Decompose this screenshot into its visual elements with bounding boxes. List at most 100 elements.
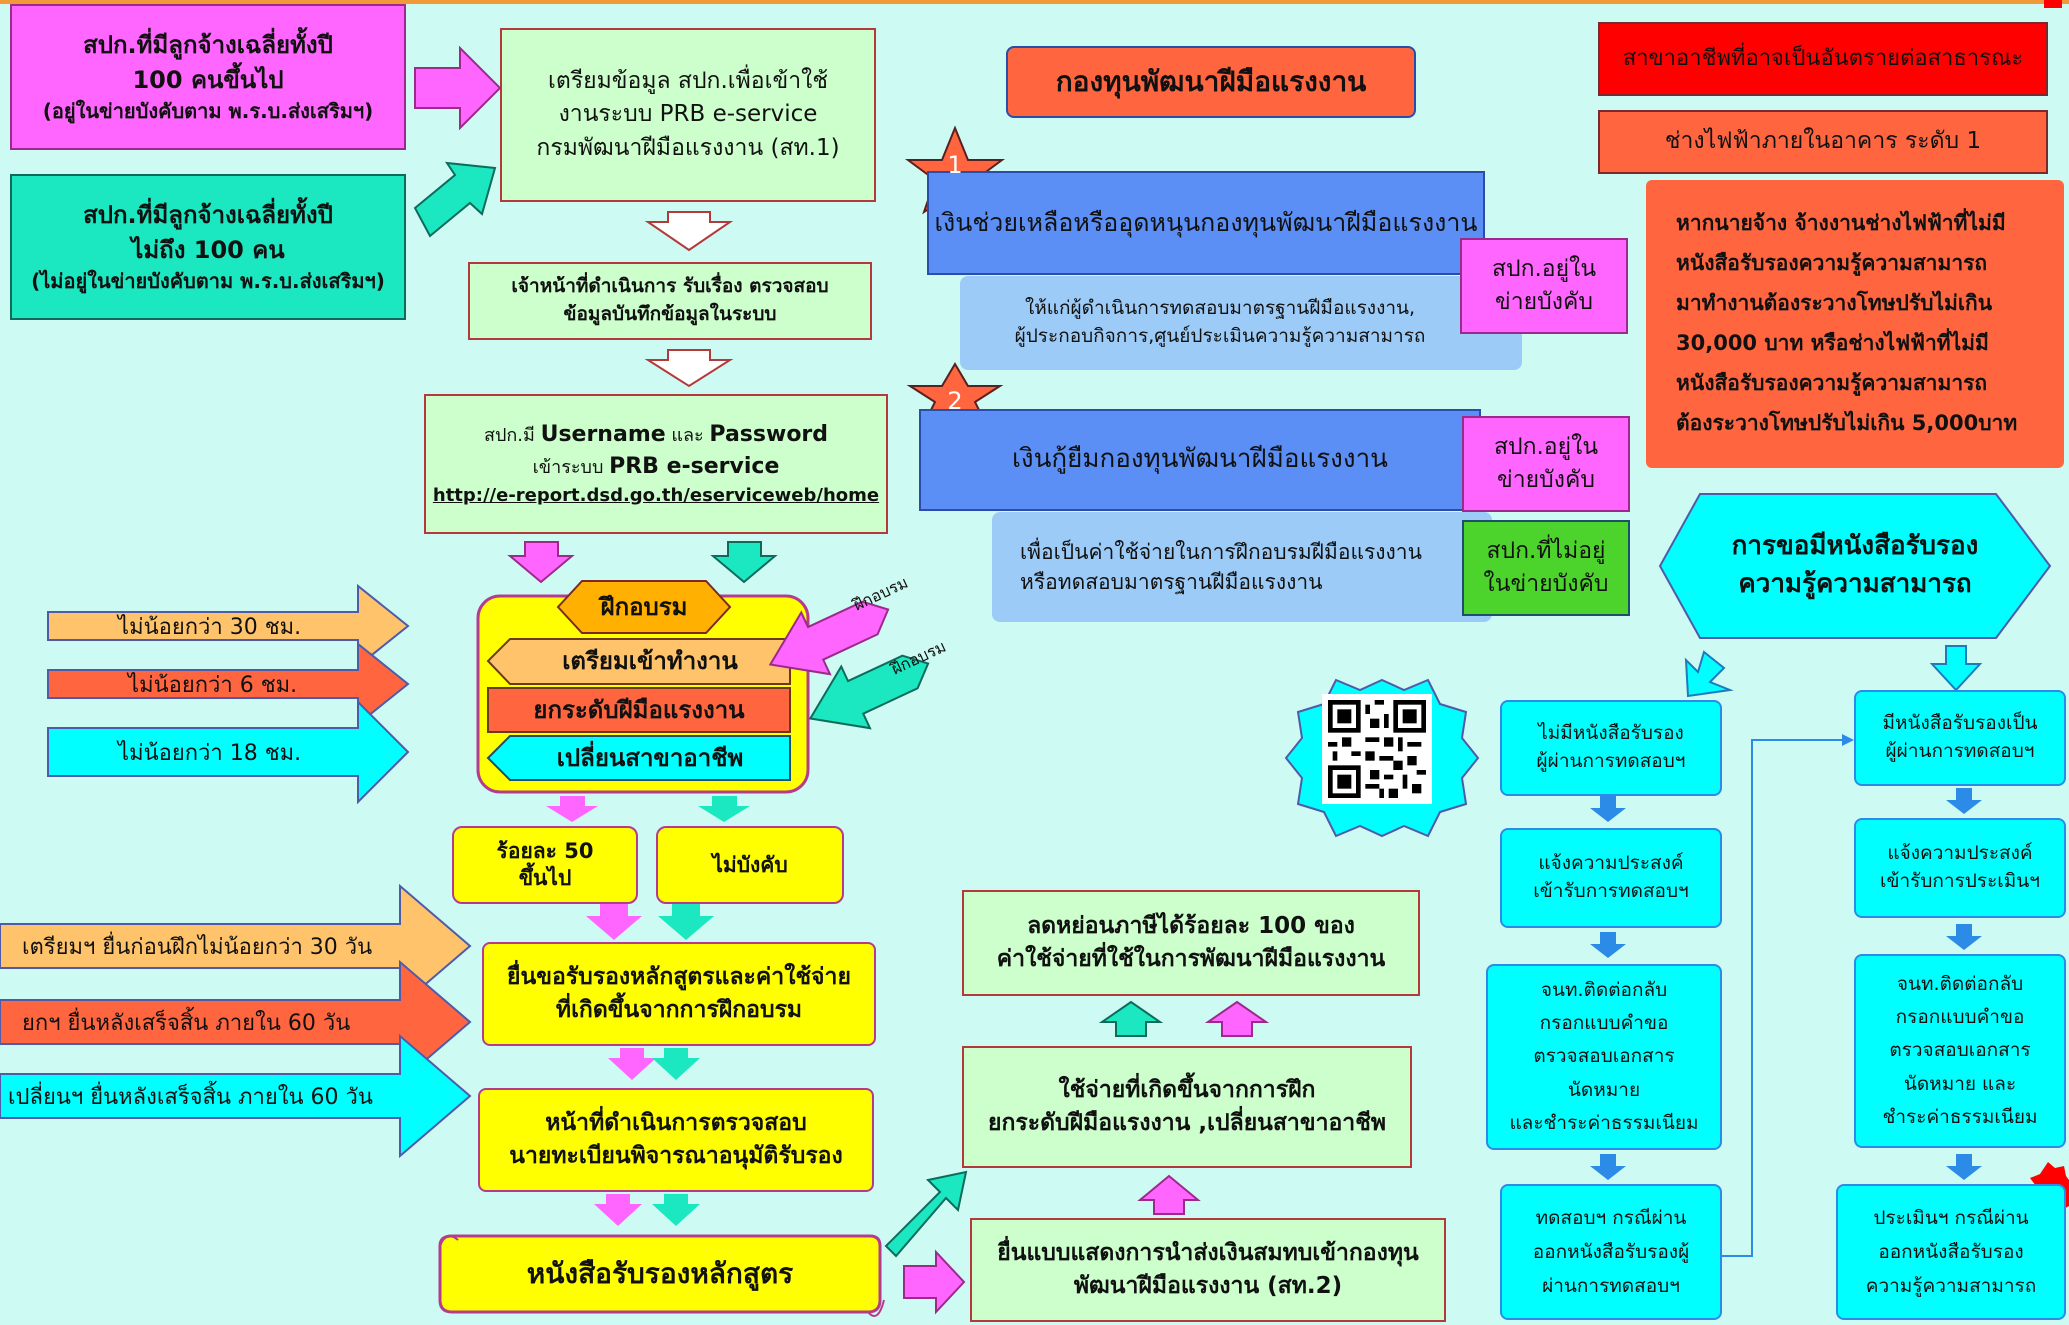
optional-box: ไม่บังคับ bbox=[656, 826, 844, 904]
colA-arrow-1 bbox=[1590, 796, 1626, 822]
eservice-link[interactable]: http://e-report.dsd.go.th/eserviceweb/ho… bbox=[432, 484, 880, 506]
tax-line1: ลดหย่อนภาษีได้ร้อยละ 100 ของ bbox=[1027, 912, 1355, 939]
scroll-arrow-up bbox=[884, 1170, 968, 1258]
step2-line1: เจ้าหน้าที่ดำเนินการ รับเรื่อง ตรวจสอบ bbox=[511, 275, 829, 298]
grant-desc-panel bbox=[960, 276, 1522, 370]
up-arrow-teal bbox=[1098, 1000, 1164, 1037]
contribution-line1: ยื่นแบบแสดงการนำส่งเงินสมทบเข้ากองทุน bbox=[997, 1239, 1419, 1266]
step3-line1-c: และ bbox=[665, 425, 710, 447]
connector-line bbox=[1722, 739, 1842, 1257]
band-prepare bbox=[486, 638, 791, 685]
colA-step3: จนท.ติดต่อกลับ กรอกแบบคำขอ ตรวจสอบเอกสาร… bbox=[1486, 964, 1722, 1150]
step3-line2: เข้าระบบ PRB e-service bbox=[533, 451, 780, 483]
colA-step1-line2: ผู้ผ่านการทดสอบฯ bbox=[1536, 750, 1686, 772]
penalty-line4: 30,000 บาท หรือช่างไฟฟ้าที่ไม่มี bbox=[1676, 331, 1989, 355]
arrow-down-magenta-4 bbox=[608, 1048, 656, 1080]
contribution-line2: พัฒนาฝีมือแรงงาน (สท.2) bbox=[1073, 1273, 1343, 1299]
training-item-upgrade: ยกระดับฝีมือแรงงาน bbox=[533, 695, 745, 724]
star-2-number: 2 bbox=[947, 386, 963, 415]
certificate-title: หนังสือรับรองหลักสูตร bbox=[526, 1256, 794, 1290]
training-item-change: เปลี่ยนสาขาอาชีพ bbox=[556, 743, 744, 772]
arrow-down-teal-2 bbox=[698, 796, 750, 822]
band-change bbox=[486, 735, 791, 781]
band-upgrade bbox=[487, 687, 791, 733]
company-100-plus-line3: (อยู่ในข่ายบังคับตาม พ.ร.บ.ส่งเสริมฯ) bbox=[42, 99, 374, 124]
deadline-arrow-3 bbox=[0, 1033, 472, 1159]
grant-tag: สปก.อยู่ใน ข่ายบังคับ bbox=[1460, 238, 1628, 334]
colA-step3-line5: และชำระค่าธรรมเนียม bbox=[1509, 1111, 1699, 1134]
colA-step4-line2: ออกหนังสือรับรองผู้ bbox=[1532, 1240, 1690, 1263]
colB-step3: จนท.ติดต่อกลับ กรอกแบบคำขอ ตรวจสอบเอกสาร… bbox=[1854, 954, 2066, 1148]
review-line2: นายทะเบียนพิจารณาอนุมัติรับรอง bbox=[509, 1143, 843, 1169]
cert-request-line1: การขอมีหนังสือรับรอง bbox=[1731, 531, 1979, 562]
hazard-banner: สาขาอาชีพที่อาจเป็นอันตรายต่อสาธารณะ bbox=[1598, 22, 2048, 96]
colB-arrow-3 bbox=[1946, 1154, 1982, 1180]
loan-tag: สปก.อยู่ใน ข่ายบังคับ bbox=[1462, 416, 1630, 512]
contribution-box: ยื่นแบบแสดงการนำส่งเงินสมทบเข้ากองทุน พั… bbox=[970, 1218, 1446, 1322]
loan-desc: เพื่อเป็นค่าใช้จ่ายในการฝึกอบรมฝีมือแรงง… bbox=[992, 512, 1492, 622]
loan-tag-line1: สปก.อยู่ใน bbox=[1493, 433, 1599, 460]
training-item-prepare: เตรียมเข้าทำงาน bbox=[562, 647, 738, 676]
deadline-label-1: เตรียมฯ ยื่นก่อนฝึกไม่น้อยกว่า 30 วัน bbox=[22, 934, 373, 960]
deadline-label-3: เปลี่ยนฯ ยื่นหลังเสร็จสิ้น ภายใน 60 วัน bbox=[8, 1084, 373, 1110]
colA-step4-line3: ผ่านการทดสอบฯ bbox=[1542, 1275, 1680, 1298]
company-under-100-line2: ไม่ถึง 100 คน bbox=[131, 235, 285, 264]
colA-step2-line1: แจ้งความประสงค์ bbox=[1538, 852, 1684, 875]
review-box: หน้าที่ดำเนินการตรวจสอบ นายทะเบียนพิจารณ… bbox=[478, 1088, 874, 1192]
penalty-line3: มาทำงานต้องระวางโทษปรับไม่เกิน bbox=[1676, 291, 1993, 316]
step1-line2: งานระบบ PRB e-service bbox=[558, 101, 818, 128]
arrow-down-magenta-5 bbox=[594, 1194, 642, 1226]
electrician-banner: ช่างไฟฟ้าภายในอาคาร ระดับ 1 bbox=[1598, 110, 2048, 174]
company-under-100-box: สปก.ที่มีลูกจ้างเฉลี่ยทั้งปี ไม่ถึง 100 … bbox=[10, 174, 406, 320]
colA-step1-line1: ไม่มีหนังสือรับรอง bbox=[1538, 722, 1684, 745]
company-under-100-line3: (ไม่อยู่ในข่ายบังคับตาม พ.ร.บ.ส่งเสริมฯ) bbox=[31, 269, 385, 294]
colB-step1-line1: มีหนังสือรับรองเป็น bbox=[1882, 712, 2038, 735]
colB-step3-line1: จนท.ติดต่อกลับ bbox=[1896, 972, 2024, 995]
loan-tag-2: สปก.ที่ไม่อยู่ ในข่ายบังคับ bbox=[1462, 520, 1630, 616]
colA-arrow-2 bbox=[1590, 932, 1626, 958]
deadline-arrow-1 bbox=[0, 883, 472, 1009]
company-100-plus-line1: สปก.ที่มีลูกจ้างเฉลี่ยทั้งปี bbox=[83, 30, 333, 59]
loan-desc-panel bbox=[992, 512, 1492, 622]
fund-title: กองทุนพัฒนาฝีมือแรงงาน bbox=[1006, 46, 1416, 118]
hex-arrow-right bbox=[1929, 645, 1983, 692]
hours-arrow-2 bbox=[47, 641, 410, 727]
pct-line1: ร้อยละ 50 bbox=[496, 838, 594, 863]
arrow-down-magenta-3 bbox=[586, 904, 642, 940]
hours-label-1: ไม่น้อยกว่า 30 ชม. bbox=[118, 614, 302, 640]
colB-step1: มีหนังสือรับรองเป็น ผู้ผ่านการทดสอบฯ bbox=[1854, 690, 2066, 786]
grant-desc: ให้แก่ผู้ดำเนินการทดสอบมาตรฐานฝีมือแรงงา… bbox=[960, 276, 1480, 370]
step3-line1: สปก.มี Username และ Password bbox=[484, 419, 828, 451]
grant-tag-line1: สปก.อยู่ใน bbox=[1491, 255, 1597, 282]
grant-banner bbox=[927, 171, 1485, 275]
deadline-label-2: ยกฯ ยื่นหลังเสร็จสิ้น ภายใน 60 วัน bbox=[22, 1010, 351, 1036]
grant-tag-line2: ข่ายบังคับ bbox=[1495, 289, 1593, 315]
scroll-arrow-right bbox=[903, 1249, 966, 1315]
expense-line2: ยกระดับฝีมือแรงงาน ,เปลี่ยนสาขาอาชีพ bbox=[988, 1110, 1386, 1136]
arrow-down-2 bbox=[644, 349, 734, 388]
colB-step3-line2: กรอกแบบคำขอ bbox=[1895, 1006, 2025, 1029]
hours-label-2: ไม่น้อยกว่า 6 ชม. bbox=[128, 672, 298, 698]
arrow-down-magenta-1 bbox=[507, 541, 575, 584]
colB-step4-line2: ออกหนังสือรับรอง bbox=[1878, 1240, 2024, 1263]
loan-desc-line1: เพื่อเป็นค่าใช้จ่ายในการฝึกอบรมฝีมือแรงง… bbox=[1020, 539, 1422, 564]
top-right-mark bbox=[2044, 0, 2062, 8]
penalty-line2: หนังสือรับรองความรู้ความสามารถ bbox=[1676, 251, 1988, 276]
loan-tag2-line2: ในข่ายบังคับ bbox=[1483, 571, 1609, 597]
arrow-down-magenta-2 bbox=[546, 796, 598, 822]
colA-step2: แจ้งความประสงค์ เข้ารับการทดสอบฯ bbox=[1500, 828, 1722, 928]
step1-line1: เตรียมข้อมูล สปก.เพื่อเข้าใช้ bbox=[548, 67, 828, 94]
qr-code[interactable] bbox=[1322, 694, 1432, 804]
colB-step3-line4: นัดหมาย และ bbox=[1903, 1072, 2017, 1095]
step3-password: Password bbox=[709, 422, 829, 448]
colB-step4-line3: ความรู้ความสามารถ bbox=[1865, 1275, 2037, 1298]
colB-arrow-2 bbox=[1946, 924, 1982, 950]
train-arrow-2-shape bbox=[808, 654, 930, 730]
deadline-arrow-2 bbox=[0, 959, 472, 1085]
expense-line1: ใช้จ่ายที่เกิดขึ้นจากการฝึก bbox=[1058, 1076, 1316, 1103]
step2-box: เจ้าหน้าที่ดำเนินการ รับเรื่อง ตรวจสอบ ข… bbox=[468, 262, 872, 340]
submit-box: ยื่นขอรับรองหลักสูตรและค่าใช้จ่าย ที่เกิ… bbox=[482, 942, 876, 1046]
penalty-line5: หนังสือรับรองความรู้ความสามารถ bbox=[1676, 370, 1988, 395]
colB-arrow-1 bbox=[1946, 788, 1982, 814]
